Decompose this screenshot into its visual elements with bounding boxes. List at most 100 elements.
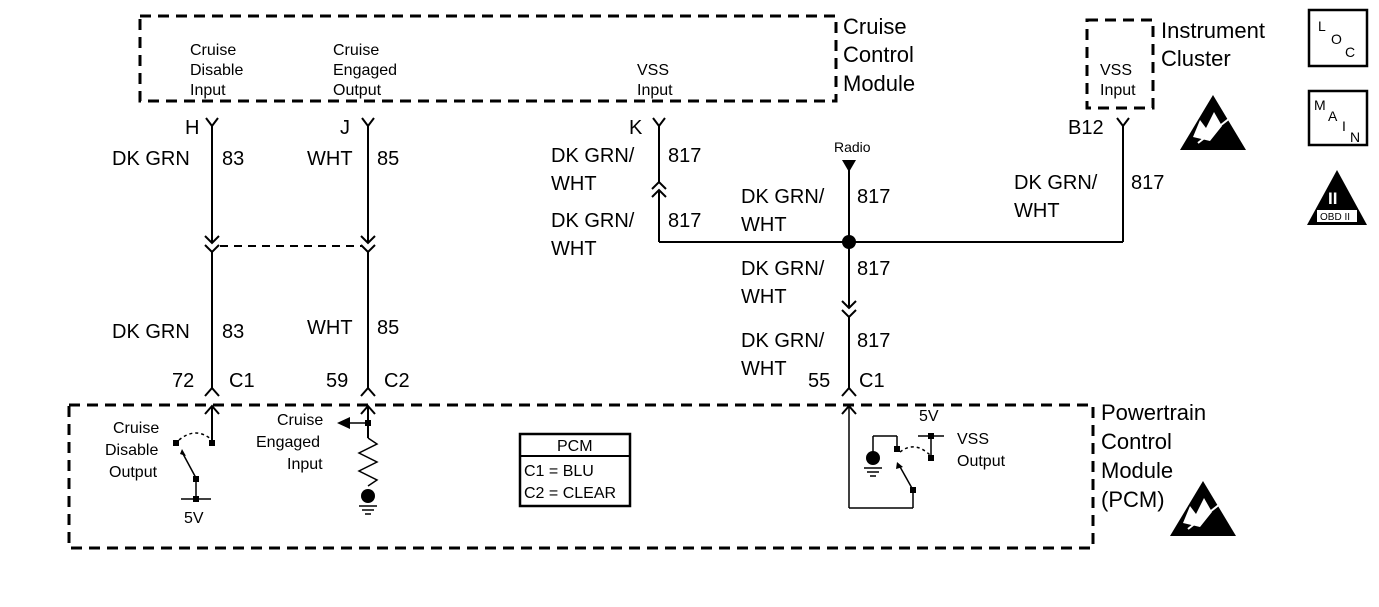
ccm-title-line2: Control [843,42,914,67]
ic-title-line1: Instrument [1161,18,1265,43]
wire-817-pcm-upper-color-2: WHT [741,286,787,308]
main-letter-a: A [1328,108,1338,124]
switch-blade [181,451,197,479]
ccm-terminal-h: H [185,117,199,139]
pcm-terminal-72-symbol [204,386,220,397]
wire-83-upper-circuit: 83 [222,148,244,170]
ic-terminal-b12: B12 [1068,117,1104,139]
ic-title-line2: Cluster [1161,46,1231,71]
pcm-disable-supply: 5V [184,510,204,527]
loc-letter-c: C [1345,44,1355,60]
switch-contact-upper [209,440,215,446]
pcm-connector-c1-b: C1 [859,370,885,392]
ccm-terminal-j: J [340,117,350,139]
esd-slash-ic [1197,117,1231,144]
vss-switch-blade [898,464,914,491]
pcm-disable-label-2: Disable [105,442,158,459]
vss-ground-node [866,451,880,465]
instrument-cluster-outline [1085,18,1155,110]
pcm-title-line2: Control [1101,429,1172,454]
vss-switch-arrow-icon [896,462,903,469]
wire-817-pcm-lower-color-1: DK GRN/ [741,330,825,352]
wire-817-pcm-lower-color-2: WHT [741,358,787,380]
loc-letter-l: L [1318,18,1326,34]
esd-hand-pcm [1183,498,1212,527]
pull-down-resistor [357,437,379,487]
pcm-connector-table: PCM C1 = BLU C2 = CLEAR [518,432,632,508]
pcm-vss-label-2: Output [957,453,1006,470]
ic-vss-label-2: Input [1100,82,1136,99]
ccm-title-line3: Module [843,71,915,96]
terminal-j-symbol [361,117,375,128]
wire-817-ic-circuit: 817 [1131,172,1164,194]
ccm-disable-label-2: Disable [190,62,243,79]
radio-label: Radio [834,139,871,155]
pcm-disable-label-3: Output [109,464,158,481]
vss-output-node [928,455,934,461]
wire-817-ic-color-2: WHT [1014,200,1060,222]
pcm-connector-c2: C2 [384,370,410,392]
pcm-title-line1: Powertrain [1101,400,1206,425]
pcm-title-line4: (PCM) [1101,487,1165,512]
pcm-engaged-label-3: Input [287,456,323,473]
esd-warning-icon [1170,481,1236,536]
ccm-engaged-label-2: Engaged [333,62,397,79]
pcm-table-row-1: C1 = BLU [524,463,594,480]
switch-dashed-link [178,432,213,441]
supply-node-disable [193,496,199,502]
wire-817-ccm-upper-color-1: DK GRN/ [551,145,635,167]
loc-letter-o: O [1331,31,1342,47]
obd-numeral: II [1328,189,1337,208]
ccm-engaged-label-1: Cruise [333,42,379,59]
wire-85-upper-color: WHT [307,148,353,170]
pcm-engaged-label-1: Cruise [277,412,323,429]
wire-817-ccm-lower-circuit: 817 [668,210,701,232]
pcm-terminal-55: 55 [808,370,830,392]
terminal-k-symbol [652,117,666,128]
pcm-terminal-55-symbol [841,386,857,397]
pcm-vss-label-1: VSS [957,431,989,448]
main-letter-i: I [1342,118,1346,134]
main-letter-m: M [1314,97,1326,113]
loc-icon: L O C [1307,8,1369,68]
wire-817-pcm-upper-circuit: 817 [857,258,890,280]
pcm-vss-supply: 5V [919,408,939,425]
ccm-terminal-k: K [629,117,643,139]
wire-817-radio-circuit: 817 [857,186,890,208]
instrument-cluster: Instrument Cluster VSS Input [1085,18,1265,110]
main-icon-frame [1307,89,1369,147]
obd-label-plate [1317,210,1357,222]
pcm-outline [67,403,1095,550]
pcm-disable-label-1: Cruise [113,420,159,437]
pcm-terminal-72: 72 [172,370,194,392]
loc-icon-frame [1307,8,1369,68]
ground-node-engaged [361,489,375,503]
powertrain-control-module: Powertrain Control Module (PCM) Cruise D… [67,400,1206,550]
ccm-disable-label-3: Input [190,82,226,99]
pcm-title-line3: Module [1101,458,1173,483]
ccm-engaged-label-3: Output [333,82,382,99]
wire-817-ccm-upper-color-2: WHT [551,173,597,195]
wire-817-ic-color-1: DK GRN/ [1014,172,1098,194]
circuit-83: H DK GRN 83 DK GRN 83 72 C1 [112,117,255,440]
wire-85-lower-circuit: 85 [377,317,399,339]
wire-817-radio-color-1: DK GRN/ [741,186,825,208]
wire-85-lower-color: WHT [307,317,353,339]
vss-dashed-link [899,446,932,457]
cruise-disable-output-switch: Cruise Disable Output 5V [105,420,215,527]
ccm-title-line1: Cruise [843,14,907,39]
switch-arrow-icon [180,449,186,456]
wire-817-pcm-upper-color-1: DK GRN/ [741,258,825,280]
sense-node [365,420,371,426]
pcm-table-header: PCM [557,438,593,455]
wire-85-upper-circuit: 85 [377,148,399,170]
vss-output-circuit: 5V VSS Output [848,406,1006,509]
cruise-control-module-outline [138,14,838,103]
esd-warning-icon [1180,95,1246,150]
esd-slash-pcm [1187,503,1221,530]
wire-83-upper-color: DK GRN [112,148,190,170]
wire-817-pcm-lower-circuit: 817 [857,330,890,352]
pcm-engaged-label-2: Engaged [256,434,320,451]
wire-83-lower-circuit: 83 [222,321,244,343]
